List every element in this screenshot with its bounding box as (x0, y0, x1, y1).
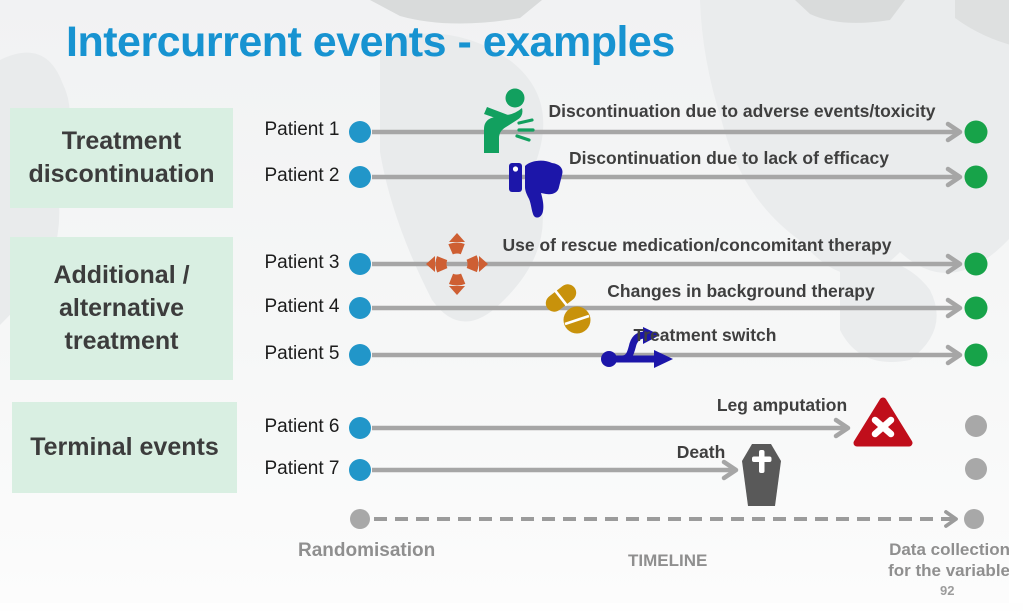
timeline-axis-label: TIMELINE (628, 551, 708, 570)
page-number: 92 (940, 583, 955, 598)
patient-1-start-dot (349, 121, 371, 143)
event-label-death: Death (676, 442, 726, 462)
category-label: Additional / alternative treatment (53, 261, 190, 355)
vomiting-person-icon (484, 88, 535, 153)
patient-2-end-dot (964, 165, 988, 189)
patient-4-end-dot (964, 296, 988, 320)
coffin-icon (742, 444, 781, 506)
event-label-lack-of-efficacy: Discontinuation due to lack of efficacy (569, 148, 889, 168)
timeline-start-dot (350, 509, 370, 529)
event-label-rescue-medication: Use of rescue medication/concomitant the… (502, 235, 892, 255)
event-label-treatment-switch: Treatment switch (633, 325, 777, 345)
category-label: Treatment discontinuation (28, 127, 215, 188)
patient-1-end-dot (964, 120, 988, 144)
patient-7-label: Patient 7 (264, 458, 340, 479)
lifebuoy-icon (426, 233, 488, 295)
patient-5-label: Patient 5 (264, 343, 340, 364)
category-treatment-discontinuation: Treatment discontinuation (10, 108, 233, 208)
category-additional-alternative-treatment: Additional / alternative treatment (10, 237, 233, 380)
pills-icon (545, 284, 591, 334)
event-label-background-therapy: Changes in background therapy (607, 281, 875, 301)
bottom-margin-strip (0, 603, 1023, 611)
patient-4-label: Patient 4 (264, 296, 340, 317)
right-margin-strip (1009, 0, 1023, 611)
patient-2-start-dot (349, 166, 371, 188)
patient-7-end-dot (965, 458, 987, 480)
category-terminal-events: Terminal events (12, 402, 237, 493)
thumbs-down-icon (509, 160, 563, 218)
patient-6-end-dot (965, 415, 987, 437)
patient-5-start-dot (349, 344, 371, 366)
branch-arrow-icon (601, 327, 673, 368)
patient-6-label: Patient 6 (264, 416, 340, 437)
event-label-adverse-events: Discontinuation due to adverse events/to… (548, 101, 936, 121)
event-label-leg-amputation: Leg amputation (716, 395, 848, 415)
category-label: Terminal events (30, 433, 219, 461)
timeline-end-dot (964, 509, 984, 529)
patient-6-start-dot (349, 417, 371, 439)
patient-7-start-dot (349, 459, 371, 481)
patient-2-label: Patient 2 (264, 165, 340, 186)
patient-3-end-dot (964, 252, 988, 276)
data-collection-label: Data collection for the variable (888, 540, 1010, 580)
slide-title: Intercurrent events - examples (66, 18, 675, 66)
patient-1-label: Patient 1 (264, 119, 340, 140)
patient-3-start-dot (349, 253, 371, 275)
warning-triangle-icon (853, 397, 913, 447)
randomisation-label: Randomisation (298, 540, 436, 561)
patient-3-label: Patient 3 (264, 252, 340, 273)
patient-4-start-dot (349, 297, 371, 319)
patient-5-end-dot (964, 343, 988, 367)
